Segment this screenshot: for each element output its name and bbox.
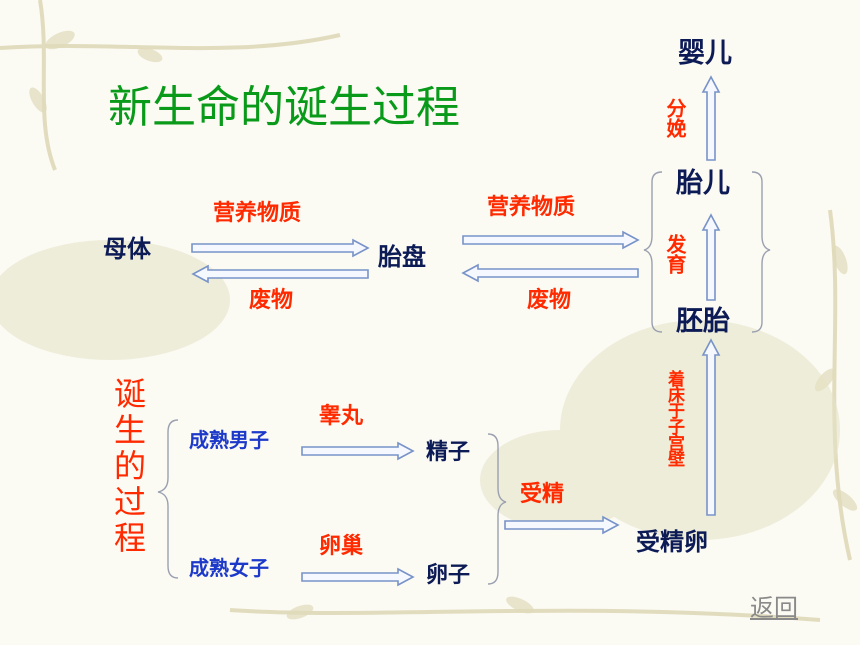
node-fetus: 胎儿: [676, 168, 730, 199]
page-title: 新生命的诞生过程: [108, 82, 460, 133]
label-nutrients-1: 营养物质: [213, 201, 302, 226]
label-nutrients-2: 营养物质: [487, 195, 576, 220]
arrow-nutrients-to-placenta: [191, 238, 370, 258]
node-zygote: 受精卵: [636, 528, 708, 556]
brace-gametes: [487, 433, 507, 585]
side-label-birth-process: 诞生的过程: [109, 377, 147, 557]
arrow-ovary: [301, 567, 415, 587]
node-mother: 母体: [103, 235, 151, 263]
brace-left-fetus: [643, 171, 663, 333]
label-delivery: 分娩: [663, 98, 687, 138]
label-waste-1: 废物: [249, 288, 294, 313]
label-fertilization: 受精: [520, 482, 565, 507]
node-placenta: 胎盘: [378, 243, 426, 271]
node-egg: 卵子: [426, 563, 471, 588]
return-link[interactable]: 返回: [750, 594, 798, 622]
arrow-delivery: [701, 75, 721, 161]
node-embryo: 胚胎: [676, 306, 730, 337]
label-implantation: 着床于子宫壁: [664, 370, 684, 466]
brace-right-fetus: [751, 171, 771, 333]
node-baby: 婴儿: [678, 38, 732, 69]
node-mature-female: 成熟女子: [189, 556, 269, 580]
arrow-waste-to-mother: [191, 264, 369, 284]
arrow-waste-to-placenta: [461, 263, 639, 283]
label-testis: 睾丸: [319, 404, 364, 429]
label-waste-2: 废物: [527, 288, 572, 313]
label-development: 发育: [663, 234, 687, 274]
node-mature-male: 成熟男子: [189, 428, 269, 452]
arrow-nutrients-to-fetus: [462, 230, 640, 250]
label-ovary: 卵巢: [319, 534, 364, 559]
arrow-testis: [301, 441, 415, 461]
node-sperm: 精子: [426, 440, 471, 465]
brace-mature-persons: [157, 419, 179, 579]
arrow-development: [701, 213, 721, 301]
arrow-implantation: [701, 338, 721, 516]
arrow-fertilization: [504, 515, 620, 535]
